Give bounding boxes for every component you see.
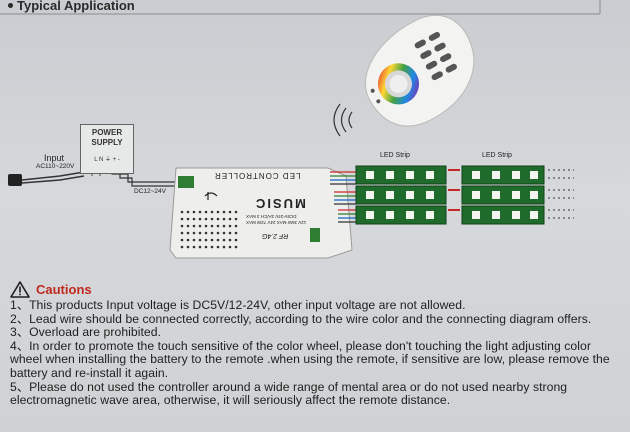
- input-voltage-label: AC110~220V: [36, 163, 75, 170]
- led-strip-label-2: LED Strip: [482, 152, 512, 159]
- controller-brand: MUSIC: [254, 196, 306, 211]
- caution-item-3: 3、Overload are prohibited.: [10, 325, 162, 340]
- remote-control: [364, 14, 475, 127]
- led-controller: [169, 167, 353, 259]
- controller-spec-2: 12V 36W MAX 24V 72W MAX: [246, 220, 307, 225]
- led-strips: [355, 165, 574, 225]
- input-label: Input: [44, 153, 65, 163]
- cautions-header: Cautions: [10, 281, 625, 298]
- controller-title: LED CONTROLLER: [214, 171, 301, 180]
- caution-item-2: 2、Lead wire should be connected correctl…: [10, 311, 592, 326]
- dc-voltage-label: DC12~24V: [134, 188, 166, 195]
- cautions-section: Cautions 1、This products Input voltage i…: [10, 281, 625, 408]
- plug-icon: [8, 174, 22, 186]
- bullet-icon: [8, 3, 13, 8]
- warning-icon: [10, 281, 30, 298]
- led-strip-label-1: LED Strip: [380, 152, 410, 159]
- cautions-title: Cautions: [36, 282, 92, 297]
- wiring-diagram: [0, 0, 601, 259]
- music-note-icon: [204, 192, 218, 200]
- controller-rf-label: RF 2.4G: [262, 232, 289, 239]
- caution-item-4: 4、In order to promote the touch sensitiv…: [10, 338, 610, 380]
- power-supply-terminals: L N ⏚ + -: [94, 157, 120, 163]
- power-supply-title: POWER: [91, 128, 123, 137]
- wireless-signal-icon: [333, 103, 353, 137]
- power-supply-box: POWER SUPPLY L N ⏚ + -: [80, 124, 134, 174]
- section-heading: Typical Application: [6, 0, 135, 13]
- caution-item-1: 1、This products Input voltage is DC5V/12…: [10, 298, 466, 312]
- heading-text: Typical Application: [17, 0, 135, 13]
- controller-spec-1: DC5V-24V 3A/CH 3 MAX: [246, 214, 297, 219]
- power-supply-title-2: SUPPLY: [91, 138, 123, 147]
- caution-item-5: 5、Please do not used the controller arou…: [10, 379, 568, 408]
